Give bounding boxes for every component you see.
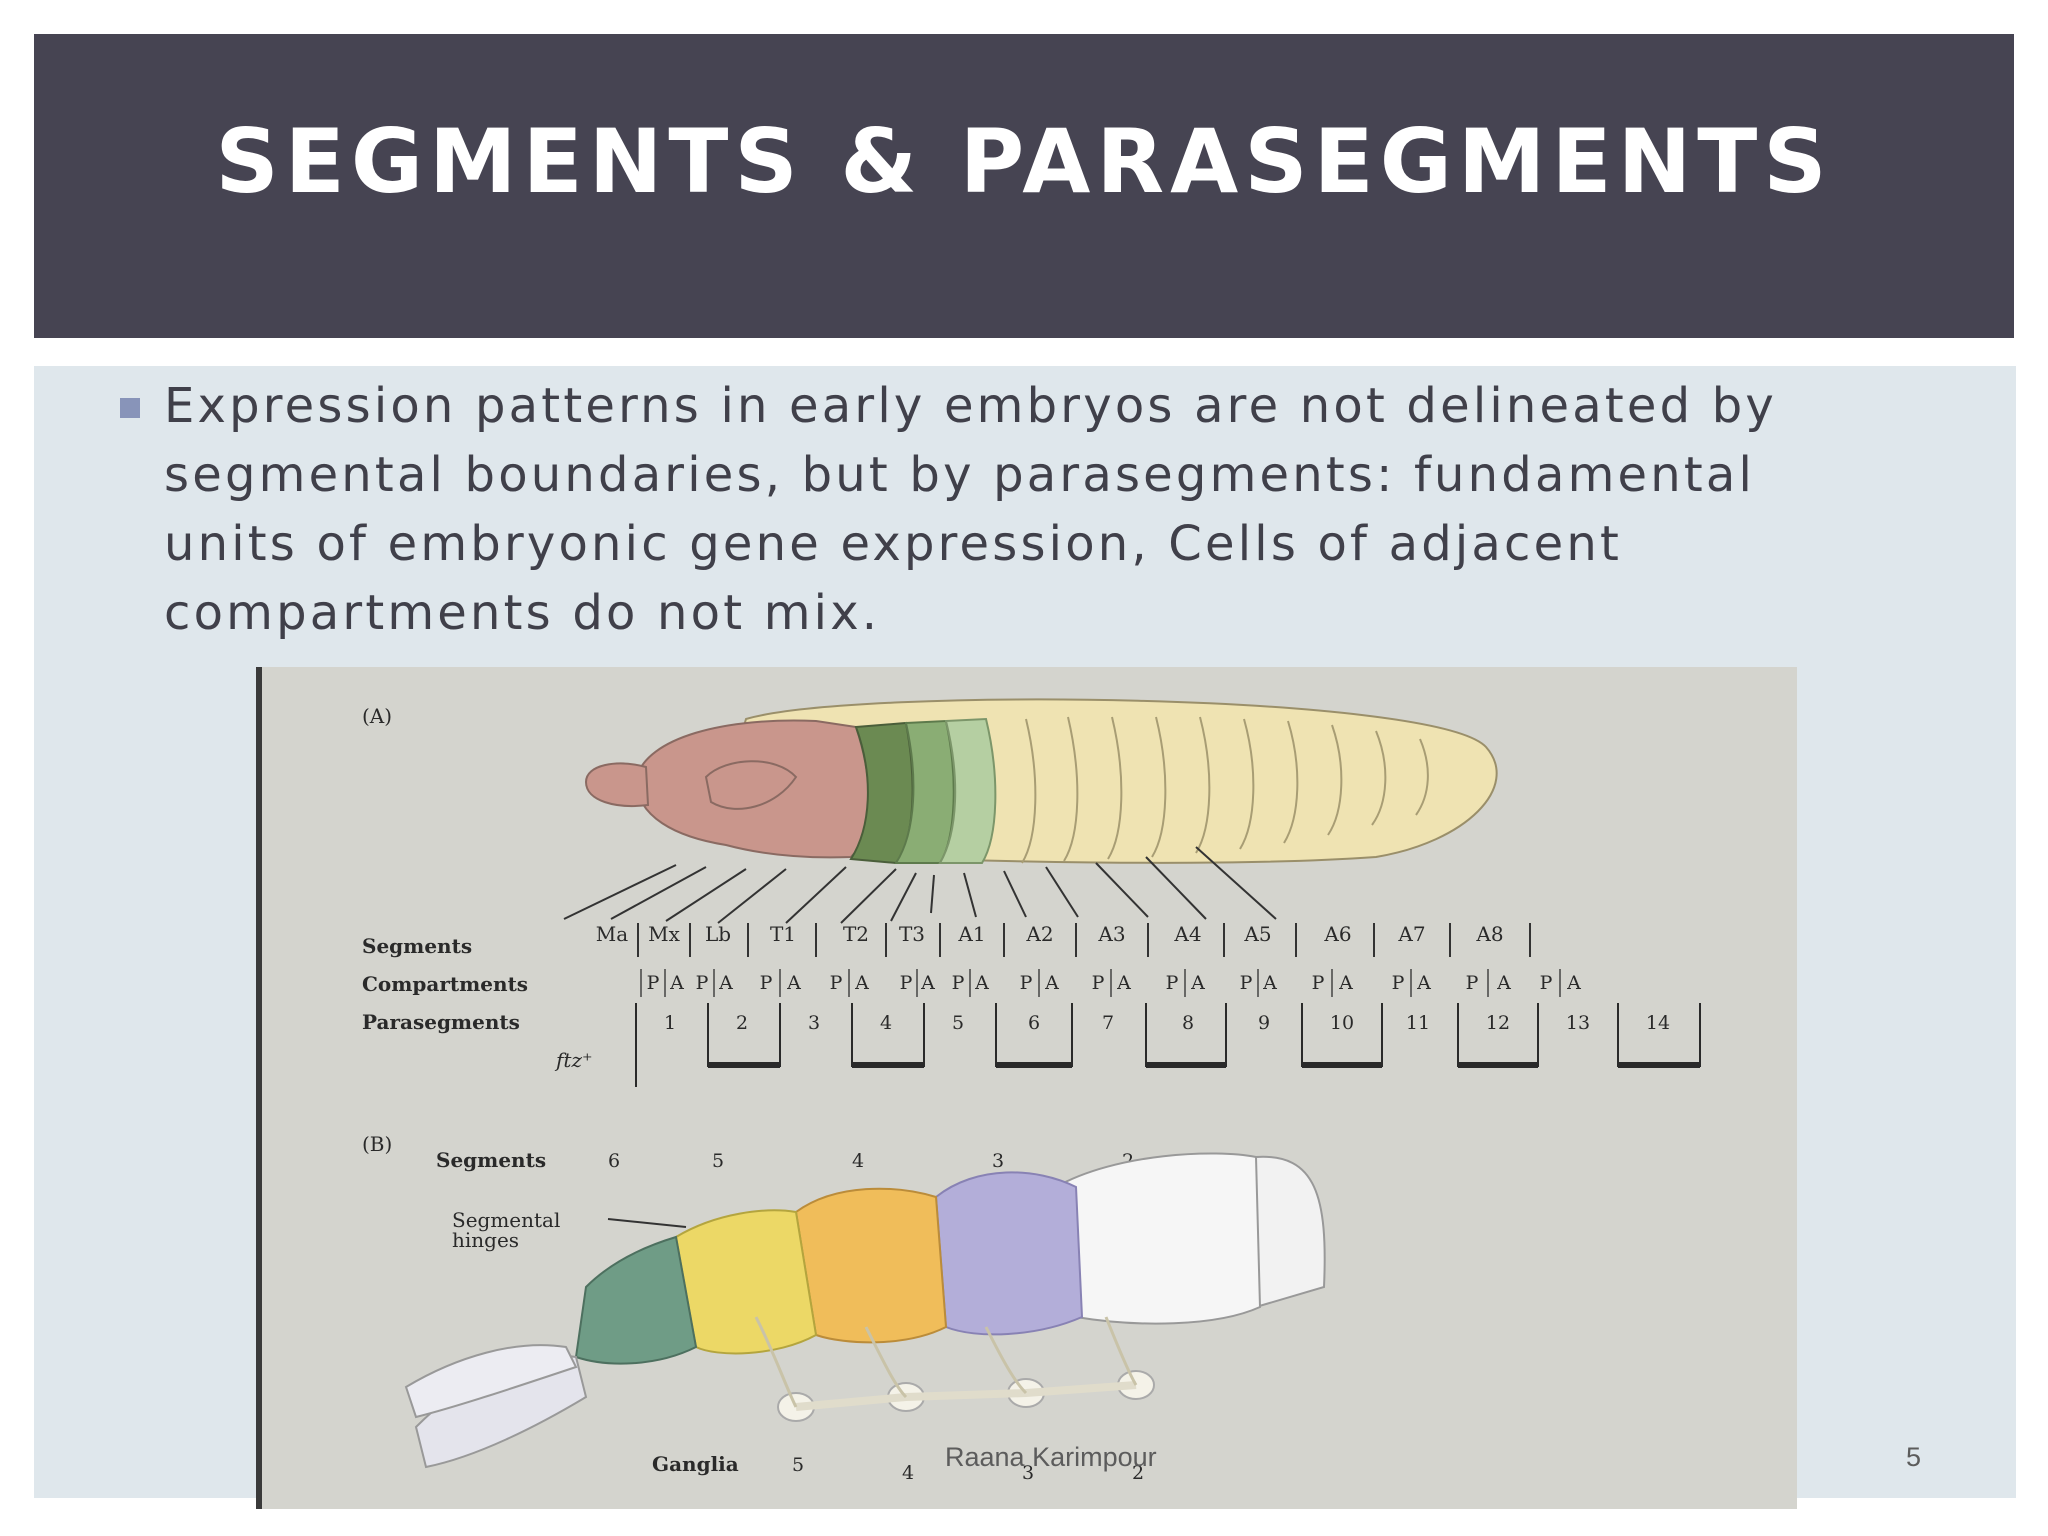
bullet-text: Expression patterns in early embryos are… <box>164 378 1778 641</box>
segment-label: T3 <box>899 922 925 946</box>
segment-boundaries <box>637 923 1531 957</box>
compartment-label: P <box>1540 972 1553 994</box>
compartment-dividers <box>640 969 1561 997</box>
abdomen-illustration <box>404 1152 1326 1469</box>
compartment-label: A <box>1190 972 1205 994</box>
compartment-label: P <box>1312 972 1325 994</box>
panel-b-segment-number: 6 <box>608 1150 620 1172</box>
embryo-a <box>584 698 1498 865</box>
parasegment-label: 11 <box>1406 1012 1430 1034</box>
panel-a-label: (A) <box>362 704 392 728</box>
compartment-label: A <box>974 972 989 994</box>
parasegment-label: 7 <box>1102 1012 1114 1034</box>
parasegment-label: 1 <box>664 1012 676 1034</box>
page-number: 5 <box>1906 1442 1922 1472</box>
compartment-label: P <box>952 972 965 994</box>
ganglia-label: Ganglia <box>652 1452 739 1476</box>
segment-label: Lb <box>705 922 731 946</box>
compartment-label: A <box>854 972 869 994</box>
compartment-label: P <box>900 972 913 994</box>
parasegment-label: 13 <box>1566 1012 1590 1034</box>
ganglia-number: 2 <box>1132 1462 1144 1484</box>
ganglia-number: 5 <box>792 1454 804 1476</box>
figure-illustration: (A) <box>256 667 1797 1509</box>
parasegments-row-label: Parasegments <box>362 1010 520 1034</box>
compartment-label: P <box>696 972 709 994</box>
parasegment-labels: 1 2 3 4 5 6 7 8 9 10 11 12 13 14 <box>664 1012 1670 1034</box>
parasegment-label: 10 <box>1330 1012 1354 1034</box>
parasegment-label: 2 <box>736 1012 748 1034</box>
slide-title: SEGMENTS & PARASEGMENTS <box>215 110 1833 213</box>
compartment-label: P <box>1466 972 1479 994</box>
segment-label: A6 <box>1323 922 1351 946</box>
embryo-figure: (A) <box>256 667 1797 1509</box>
parasegment-label: 5 <box>952 1012 964 1034</box>
compartment-label: A <box>1416 972 1431 994</box>
hinges-label-line1: Segmental <box>452 1208 560 1232</box>
parasegment-label: 8 <box>1182 1012 1194 1034</box>
compartment-label: A <box>718 972 733 994</box>
compartment-label: P <box>760 972 773 994</box>
ftz-stripes <box>635 1003 1701 1087</box>
compartment-label: P <box>647 972 660 994</box>
parasegment-label: 3 <box>808 1012 820 1034</box>
bullet-square-icon <box>120 398 140 418</box>
parasegment-label: 12 <box>1486 1012 1510 1034</box>
compartment-label: P <box>1092 972 1105 994</box>
segment-label: A2 <box>1025 922 1053 946</box>
compartment-label: P <box>1166 972 1179 994</box>
segment-labels: Ma Mx Lb T1 T2 T3 A1 A2 A3 A4 A5 A6 A7 A… <box>596 922 1504 946</box>
parasegment-label: 6 <box>1028 1012 1040 1034</box>
footer-author: Raana Karimpour <box>945 1442 1157 1472</box>
compartment-label: A <box>1262 972 1277 994</box>
compartment-label: A <box>786 972 801 994</box>
compartment-label: P <box>1020 972 1033 994</box>
segment-label: A1 <box>957 922 985 946</box>
leader-lines <box>563 846 1277 924</box>
compartment-labels: P A P A P A P A P A P A P A P A P A P A … <box>647 972 1582 994</box>
panel-b-segment-number: 4 <box>852 1150 864 1172</box>
compartment-label: A <box>669 972 684 994</box>
compartment-label: A <box>1496 972 1511 994</box>
ftz-row-label: ftz⁺ <box>554 1048 593 1072</box>
segment-label: A5 <box>1243 922 1271 946</box>
segment-label: T2 <box>843 922 869 946</box>
parasegment-label: 14 <box>1646 1012 1670 1034</box>
title-bar <box>34 34 2014 338</box>
compartment-label: A <box>1566 972 1581 994</box>
compartment-label: P <box>1392 972 1405 994</box>
panel-b-label: (B) <box>362 1132 392 1156</box>
compartment-label: A <box>1116 972 1131 994</box>
segment-label: A7 <box>1397 922 1425 946</box>
segment-label: Mx <box>648 922 680 946</box>
parasegment-label: 4 <box>880 1012 892 1034</box>
figure-edge <box>256 667 262 1509</box>
segment-label: A4 <box>1173 922 1201 946</box>
panel-b-segments-label: Segments <box>436 1148 546 1172</box>
compartments-row-label: Compartments <box>362 972 528 996</box>
compartment-label: A <box>1338 972 1353 994</box>
parasegment-label: 9 <box>1258 1012 1270 1034</box>
ganglia-numbers: 5 4 3 2 <box>792 1454 1144 1484</box>
compartment-label: A <box>1044 972 1059 994</box>
hinges-label-line2: hinges <box>452 1228 519 1252</box>
ganglia-number: 4 <box>902 1462 914 1484</box>
compartment-label: A <box>920 972 935 994</box>
ganglia-number: 3 <box>1022 1462 1034 1484</box>
segments-row-label: Segments <box>362 934 472 958</box>
panel-b-segment-number: 5 <box>712 1150 724 1172</box>
segment-label: A3 <box>1097 922 1125 946</box>
segment-label: A8 <box>1475 922 1503 946</box>
segment-label: Ma <box>596 922 628 946</box>
compartment-label: P <box>830 972 843 994</box>
compartment-label: P <box>1240 972 1253 994</box>
panel-b-segment-number: 3 <box>992 1150 1004 1172</box>
hinges-pointer <box>607 1218 687 1228</box>
segment-label: T1 <box>770 922 796 946</box>
